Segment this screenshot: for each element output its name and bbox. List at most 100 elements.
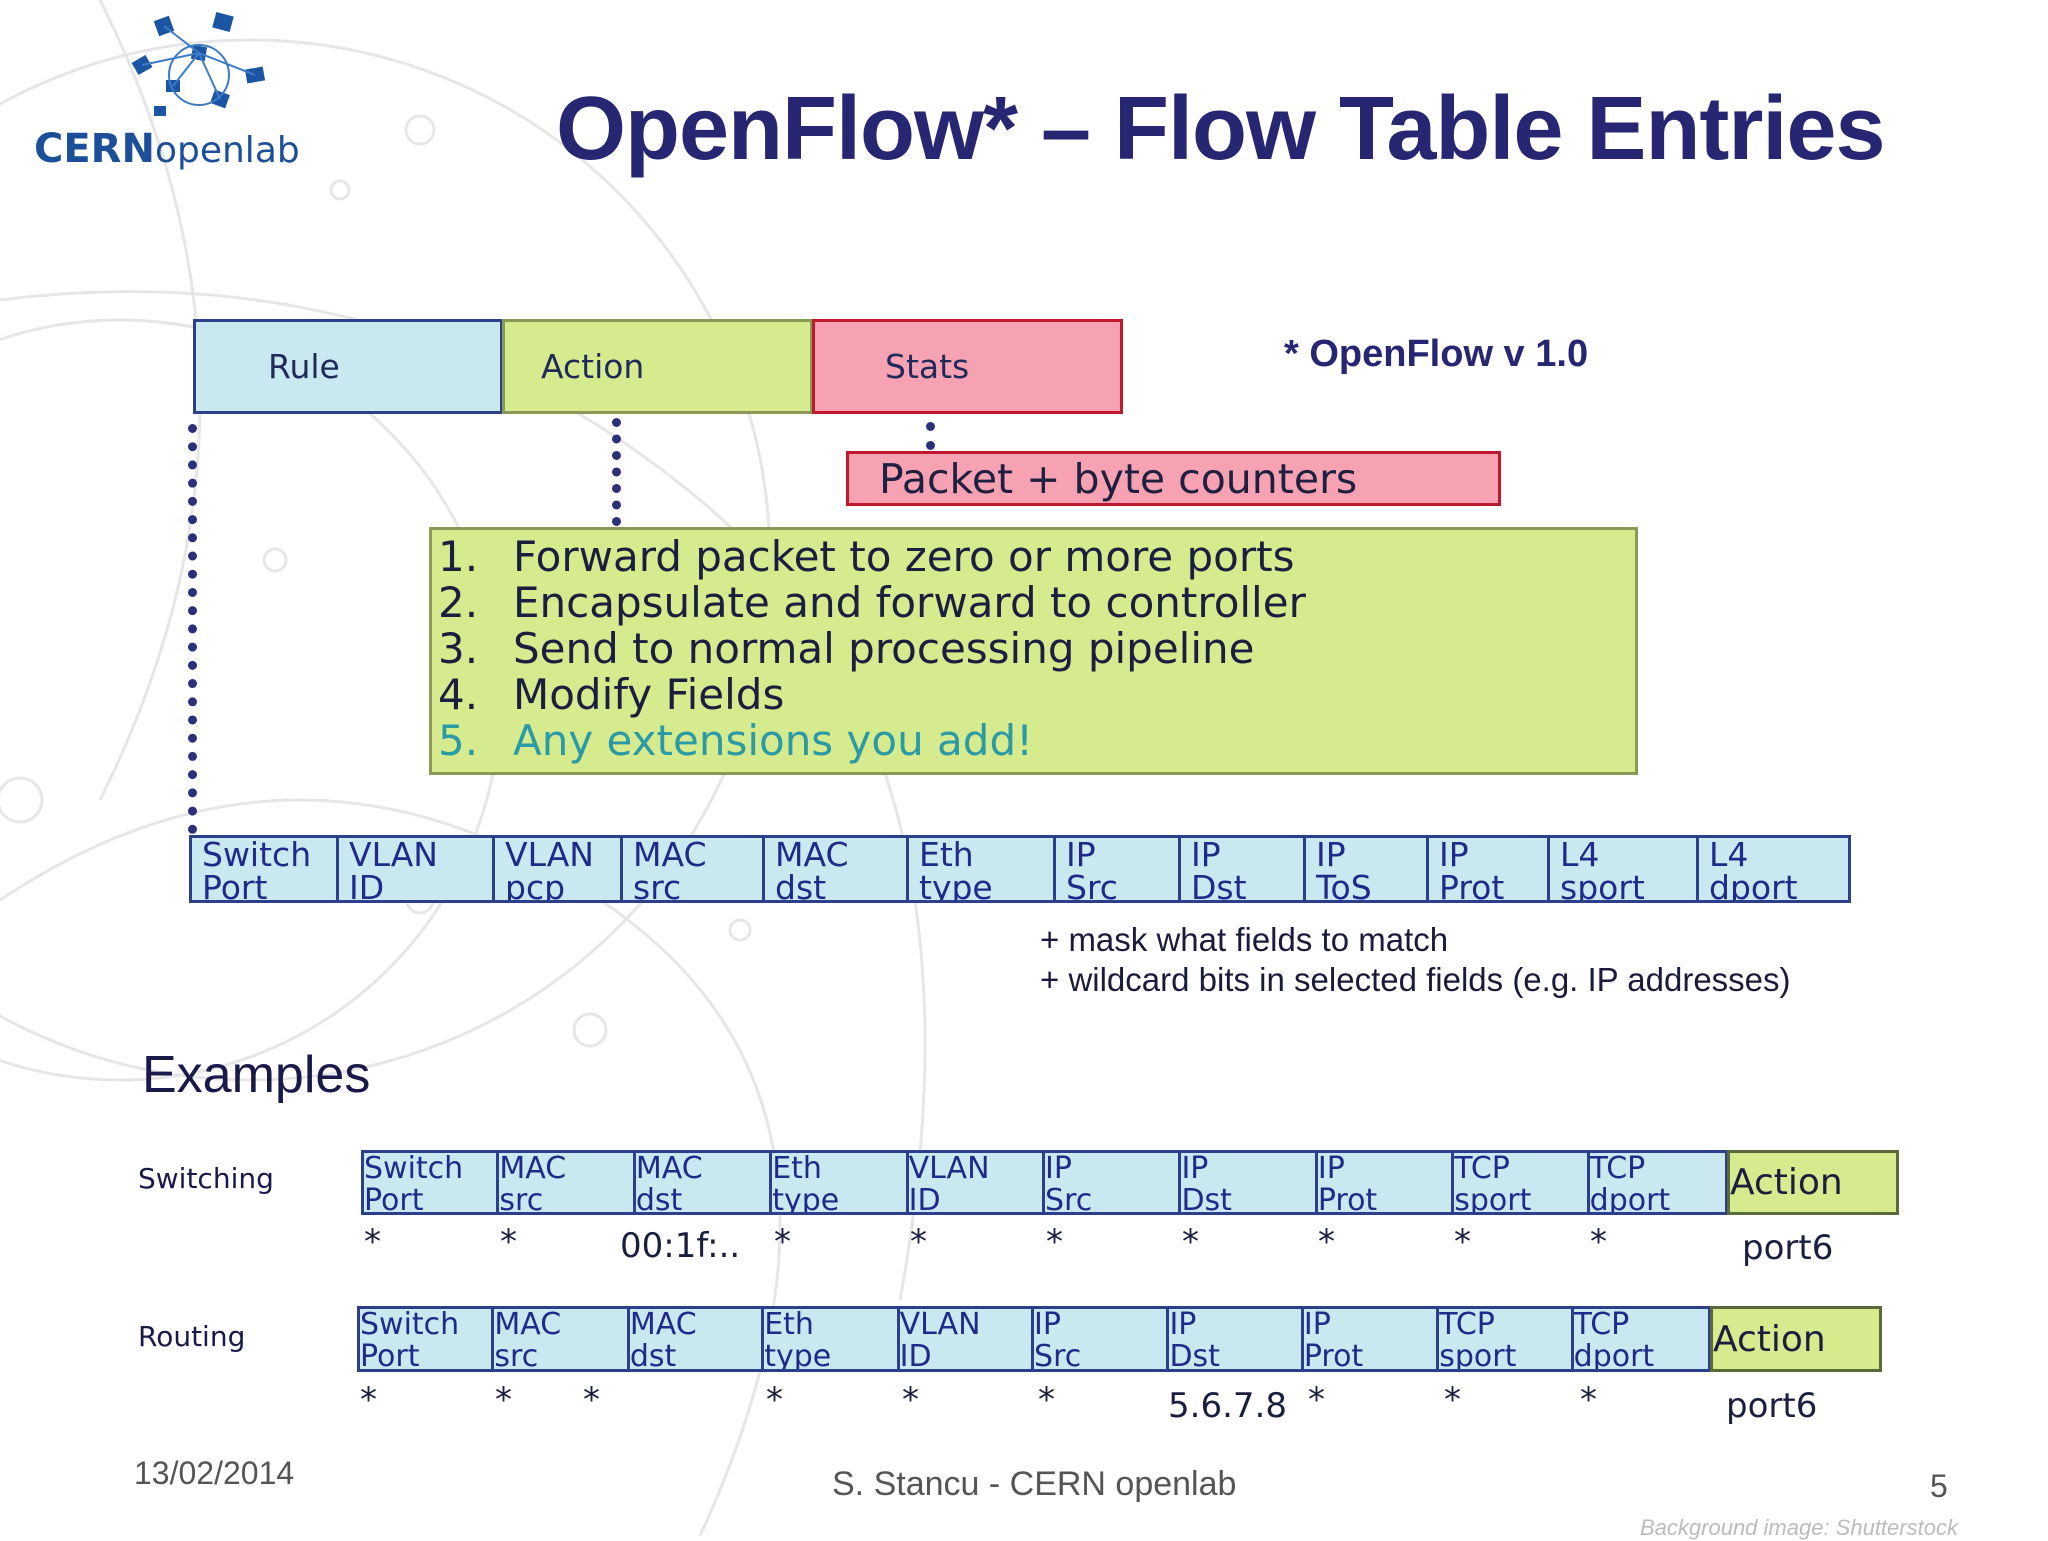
field-mac-src: MAC src <box>494 1309 630 1369</box>
field-ip-prot: IP Prot <box>1429 838 1550 900</box>
field-eth-type: Eth type <box>909 838 1056 900</box>
action-number: 3. <box>438 624 479 673</box>
switching-value: * <box>1590 1222 1607 1262</box>
action-text: Send to normal processing pipeline <box>513 624 1255 673</box>
field-mac-dst: MAC dst <box>630 1309 765 1369</box>
field-vlan-id: VLAN ID <box>909 1153 1046 1212</box>
field-mac-src: MAC src <box>499 1153 636 1212</box>
routing-value: * <box>1038 1380 1055 1420</box>
field-ip-prot: IP Prot <box>1304 1309 1440 1369</box>
stats-box: Stats <box>812 319 1123 414</box>
action-item: 4. Modify Fields <box>438 672 1635 718</box>
version-note: * OpenFlow v 1.0 <box>1284 333 1589 375</box>
action-text: Any extensions you add! <box>513 716 1033 765</box>
image-credit: Background image: Shutterstock <box>1640 1515 1958 1540</box>
page-number: 5 <box>1930 1468 1948 1504</box>
field-ip-dst: IP Dst <box>1181 838 1306 900</box>
routing-value: * <box>1580 1380 1597 1420</box>
field-tcp-dport: TCP dport <box>1589 1153 1671 1212</box>
field-ip-tos: IP ToS <box>1306 838 1429 900</box>
mask-note: + wildcard bits in selected fields (e.g.… <box>1040 961 1791 998</box>
action-number: 1. <box>438 532 479 581</box>
routing-value: * <box>495 1380 512 1420</box>
field-vlan-id: VLAN ID <box>900 1309 1035 1369</box>
action-text: Encapsulate and forward to controller <box>513 578 1306 627</box>
stats-label: Stats <box>885 347 970 386</box>
action-number: 2. <box>438 578 479 627</box>
action-item: 1. Forward packet to zero or more ports <box>438 534 1635 580</box>
switching-value: * <box>1454 1222 1471 1262</box>
switching-action-value: port6 <box>1742 1228 1834 1268</box>
field-l4-dport: L4 dport <box>1709 838 1798 900</box>
routing-action-value: port6 <box>1726 1386 1818 1426</box>
routing-value: * <box>766 1380 783 1420</box>
switching-value: * <box>364 1222 381 1262</box>
rule-box: Rule <box>193 319 503 414</box>
action-item: 2. Encapsulate and forward to controller <box>438 580 1635 626</box>
examples-heading: Examples <box>142 1046 371 1104</box>
logo-text-openlab: openlab <box>154 130 300 171</box>
action-item-extension: 5. Any extensions you add! <box>438 718 1635 764</box>
routing-value: * <box>1308 1380 1325 1420</box>
switching-value: * <box>910 1222 927 1262</box>
action-text: Forward packet to zero or more ports <box>513 532 1295 581</box>
mask-notes: + mask what fields to match + wildcard b… <box>1040 920 1791 1000</box>
switching-value: 00:1f:.. <box>620 1226 741 1266</box>
field-eth-type: Eth type <box>772 1153 909 1212</box>
field-eth-type: Eth type <box>764 1309 900 1369</box>
routing-value: * <box>902 1380 919 1420</box>
field-mac-dst: MAC dst <box>765 838 909 900</box>
page-title: OpenFlow* – Flow Table Entries <box>556 79 1886 179</box>
field-vlan-pcp: VLAN pcp <box>495 838 623 900</box>
routing-fields-row: Switch Port MAC src MAC dst Eth type VLA… <box>357 1306 1711 1372</box>
cern-openlab-logo: CERNopenlab <box>34 10 304 180</box>
switching-label: Switching <box>138 1162 274 1195</box>
switching-value: * <box>1182 1222 1199 1262</box>
routing-value: * <box>1444 1380 1461 1420</box>
action-item: 3. Send to normal processing pipeline <box>438 626 1635 672</box>
field-switch-port: Switch Port <box>364 1153 500 1212</box>
field-vlan-id: VLAN ID <box>339 838 495 900</box>
routing-value: 5.6.7.8 <box>1168 1386 1287 1426</box>
field-ip-src: IP Src <box>1045 1153 1182 1212</box>
field-mac-src: MAC src <box>623 838 765 900</box>
packet-counters-box: Packet + byte counters <box>846 451 1501 506</box>
routing-action-box: Action <box>1710 1306 1882 1372</box>
field-tcp-sport: TCP sport <box>1439 1309 1574 1369</box>
switching-action-box: Action <box>1727 1150 1899 1215</box>
action-box: Action <box>502 319 813 414</box>
field-ip-prot: IP Prot <box>1318 1153 1455 1212</box>
switching-value: * <box>1046 1222 1063 1262</box>
field-switch-port: Switch Port <box>360 1309 495 1369</box>
switching-value: * <box>1318 1222 1335 1262</box>
rule-connector-dots <box>188 424 197 834</box>
field-l4-sport: L4 sport <box>1550 838 1699 900</box>
field-ip-src: IP Src <box>1056 838 1181 900</box>
rule-fields-row: Switch Port VLAN ID VLAN pcp MAC src MAC… <box>189 835 1851 903</box>
routing-value: * <box>583 1380 600 1420</box>
stats-connector-dots <box>926 422 935 450</box>
field-ip-dst: IP Dst <box>1181 1153 1318 1212</box>
logo-mark-icon <box>131 11 266 116</box>
action-text: Modify Fields <box>513 670 785 719</box>
field-switch-port: Switch Port <box>192 838 339 900</box>
field-mac-dst: MAC dst <box>636 1153 773 1212</box>
routing-value: * <box>360 1380 377 1420</box>
action-label: Action <box>541 347 645 386</box>
action-connector-dots <box>612 418 621 526</box>
logo-text-cern: CERN <box>34 126 155 172</box>
routing-label: Routing <box>138 1320 246 1353</box>
field-ip-dst: IP Dst <box>1169 1309 1304 1369</box>
switching-value: * <box>500 1222 517 1262</box>
field-tcp-dport: TCP dport <box>1573 1309 1655 1369</box>
mask-note: + mask what fields to match <box>1040 921 1449 958</box>
field-tcp-sport: TCP sport <box>1454 1153 1590 1212</box>
actions-list: 1. Forward packet to zero or more ports 2… <box>429 527 1638 775</box>
rule-label: Rule <box>268 347 340 386</box>
switching-value: * <box>774 1222 791 1262</box>
footer-author: S. Stancu - CERN openlab <box>832 1465 1237 1503</box>
footer-date: 13/02/2014 <box>134 1455 295 1491</box>
switching-fields-row: Switch Port MAC src MAC dst Eth type VLA… <box>361 1150 1728 1215</box>
action-number: 4. <box>438 670 479 719</box>
action-number: 5. <box>438 716 479 765</box>
